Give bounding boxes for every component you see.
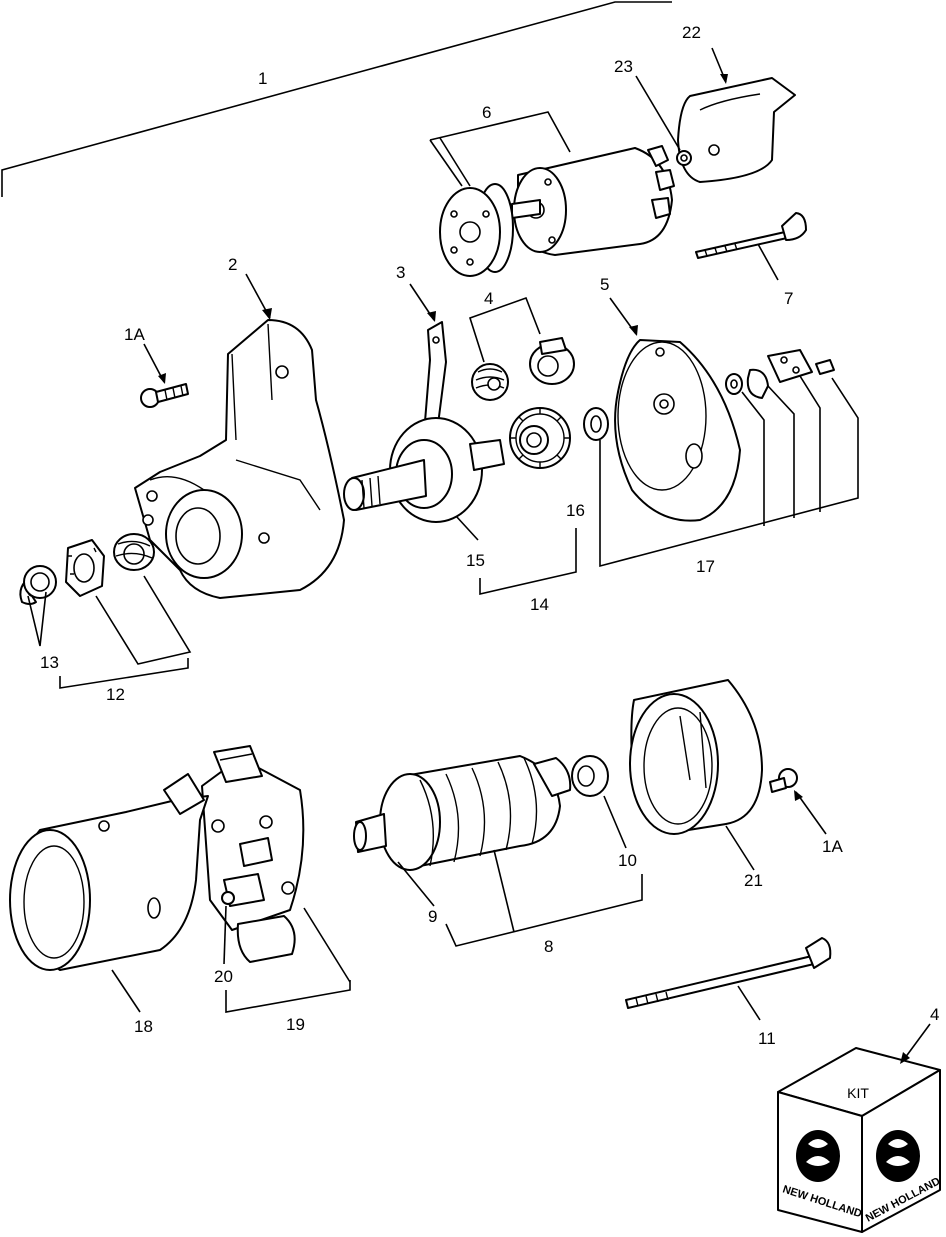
part-7-bolt: [695, 212, 807, 259]
part-1a-bolt-bottom: [769, 768, 798, 793]
callout-23: 23: [614, 57, 633, 76]
part-18-end-frame: [9, 773, 209, 971]
part-2-drive-housing: [134, 319, 345, 599]
callout-19: 19: [286, 1015, 305, 1034]
callout-1a-top: 1A: [124, 325, 145, 344]
part-22-solenoid-cover: [677, 77, 796, 183]
callout-21: 21: [744, 871, 763, 890]
part-15-pinion-clutch: [343, 417, 505, 523]
part-4-springs-top: [471, 337, 575, 401]
part-19-brush-holder: [201, 745, 305, 963]
callout-2: 2: [228, 255, 237, 274]
part-10-bearing: [571, 755, 609, 797]
part-17-small-hardware: [725, 349, 835, 399]
callout-14: 14: [530, 595, 549, 614]
callout-9: 9: [428, 907, 437, 926]
callout-4-top: 4: [484, 289, 493, 308]
callout-4-kit: 4: [930, 1005, 939, 1024]
kit-box: KIT NEW HOLLAND NEW HOLLAND: [777, 1047, 942, 1233]
callout-22: 22: [682, 23, 701, 42]
part-17-washer: [583, 407, 609, 441]
part-11-long-bolt: [625, 937, 832, 1009]
new-holland-leaf-icon: [796, 1130, 840, 1182]
part-23-washer: [676, 150, 692, 166]
callout-13: 13: [40, 653, 59, 672]
callout-3: 3: [396, 263, 405, 282]
callout-16: 16: [566, 501, 585, 520]
part-13-snap-rings: [19, 565, 57, 605]
part-8-armature: [353, 755, 572, 871]
new-holland-leaf-icon: [876, 1130, 920, 1182]
part-6-solenoid: [439, 145, 675, 277]
callout-7: 7: [784, 289, 793, 308]
callout-5: 5: [600, 275, 609, 294]
callout-12: 12: [106, 685, 125, 704]
callout-18: 18: [134, 1017, 153, 1036]
kit-label: KIT: [847, 1085, 869, 1101]
callout-1: 1: [258, 69, 267, 88]
callout-20: 20: [214, 967, 233, 986]
part-21-yoke: [629, 679, 763, 835]
part-5-rear-cover: [614, 339, 741, 522]
part-16-gear: [509, 407, 571, 469]
part-12-pinion-spring: [65, 533, 155, 597]
callout-6: 6: [482, 103, 491, 122]
callout-11: 11: [758, 1029, 776, 1048]
callout-17: 17: [696, 557, 715, 576]
part-1a-bolt-top: [140, 383, 189, 408]
callout-8: 8: [544, 937, 553, 956]
callout-15: 15: [466, 551, 485, 570]
callout-1a-bottom: 1A: [822, 837, 843, 856]
callout-10: 10: [618, 851, 637, 870]
assembly-bracket-1: [1, 1, 672, 197]
